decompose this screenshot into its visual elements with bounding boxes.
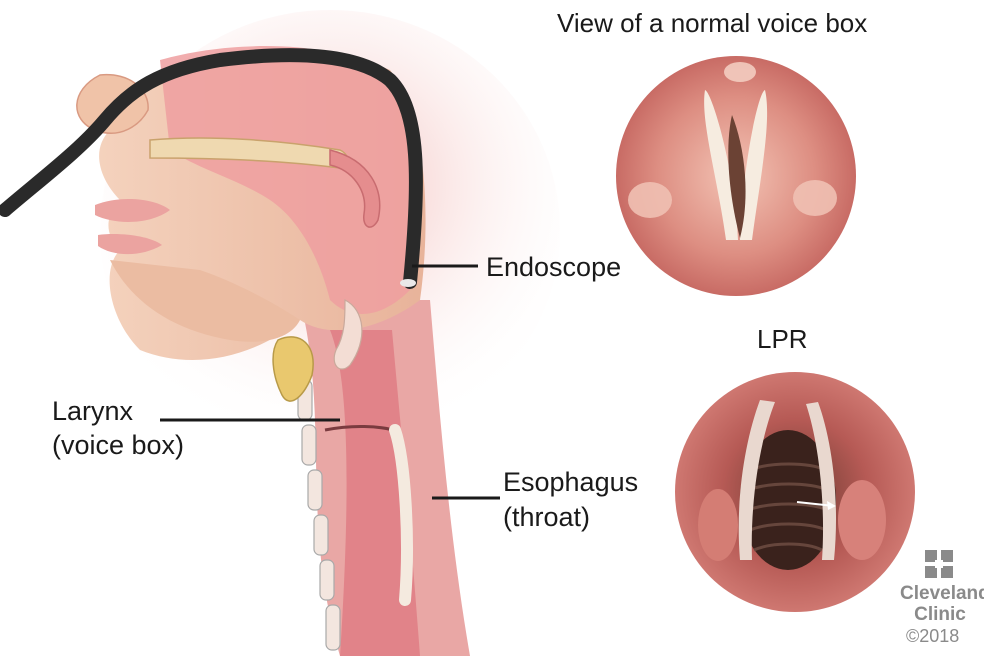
logo-line1: Cleveland [900, 583, 980, 604]
larynx-sublabel: (voice box) [52, 428, 184, 462]
endoscope-label: Endoscope [486, 250, 621, 284]
lpr-voice-box-view [675, 372, 915, 612]
normal-voice-box-title: View of a normal voice box [557, 6, 867, 40]
logo-line2: Clinic [900, 604, 980, 625]
logo-text: Cleveland Clinic [900, 583, 980, 625]
normal-voice-box-view [616, 56, 856, 296]
head-illustration [77, 10, 560, 656]
esophagus-label: Esophagus [503, 465, 638, 499]
cleveland-clinic-cross-icon [925, 550, 953, 578]
esophagus-sublabel: (throat) [503, 500, 590, 534]
endoscope-tip-icon [400, 279, 416, 287]
larynx-label: Larynx [52, 394, 133, 428]
copyright-text: ©2018 [906, 626, 959, 647]
lpr-title: LPR [757, 322, 808, 356]
